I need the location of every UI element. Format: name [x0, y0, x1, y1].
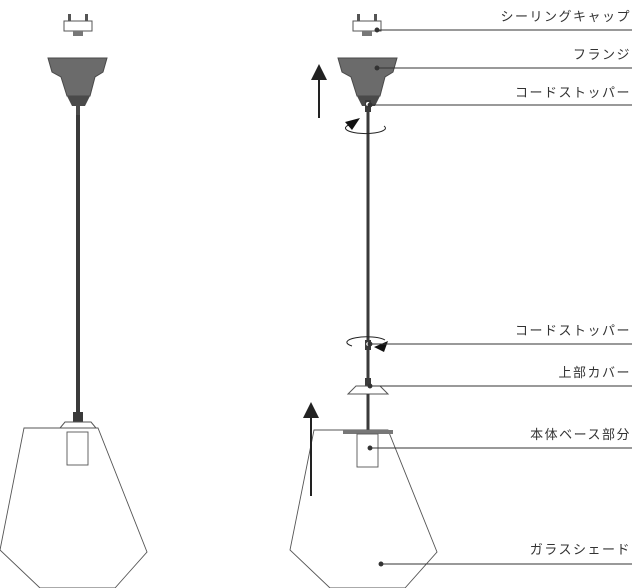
left-glass-shade: [0, 427, 148, 588]
left-flange: [47, 57, 108, 115]
label-ceiling-cap: シーリングキャップ: [500, 10, 631, 25]
left-ceiling-cap: [63, 14, 93, 36]
left-upper-cover: [58, 412, 98, 429]
label-cord-stopper-top: コードストッパー: [514, 86, 631, 101]
label-cord-stopper-mid: コードストッパー: [514, 324, 631, 339]
label-flange: フランジ: [572, 48, 631, 63]
left-lamp: [0, 14, 148, 588]
leader-lines: [367, 27, 632, 567]
right-lamp: [289, 14, 632, 588]
right-flange: [337, 57, 398, 106]
label-glass-shade: ガラスシェード: [529, 543, 631, 558]
top-rotation-arrow: [345, 118, 386, 135]
right-ceiling-cap: [352, 14, 382, 36]
label-body-base: 本体ベース部分: [530, 428, 631, 443]
label-upper-cover: 上部カバー: [558, 366, 631, 381]
